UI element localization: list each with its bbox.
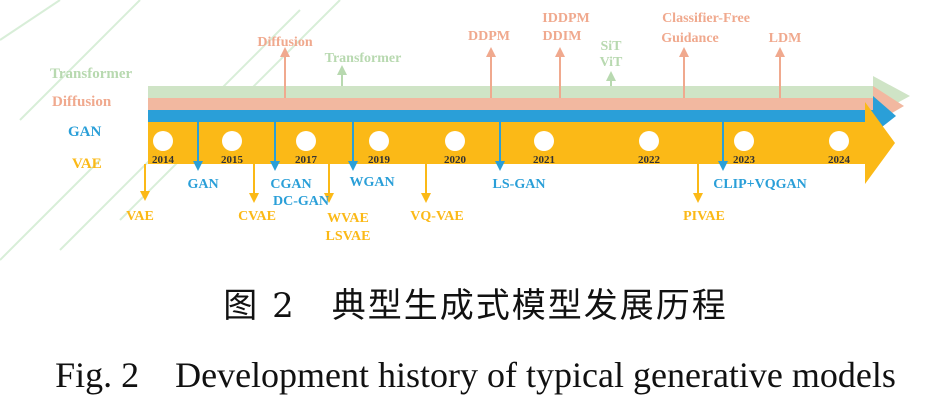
model-label-diffusion: Diffusion (257, 35, 312, 50)
model-label-transformer: Transformer (325, 51, 402, 66)
timeline-diagram: Transformer Diffusion GAN VAE 2014 2015 … (0, 0, 910, 261)
year-label: 2021 (533, 154, 555, 166)
model-label-sit: SiT (600, 39, 622, 54)
year-marker (369, 131, 389, 151)
model-label-vit: ViT (600, 55, 623, 70)
year-label: 2023 (733, 154, 756, 166)
year-marker (639, 131, 659, 151)
model-label-classifier-free: Classifier-Free (662, 11, 750, 26)
model-label-clip-vqgan: CLIP+VQGAN (713, 177, 807, 192)
year-label: 2019 (368, 154, 391, 166)
row-label-vae: VAE (72, 156, 102, 172)
figure-caption-chinese: 图 2 典型生成式模型发展历程 (223, 286, 728, 326)
year-marker (153, 131, 173, 151)
model-label-dc-gan: DC-GAN (273, 194, 329, 209)
row-label-diffusion: Diffusion (52, 94, 112, 110)
year-marker (734, 131, 754, 151)
model-label-vq-vae: VQ-VAE (410, 209, 463, 224)
year-label: 2020 (444, 154, 467, 166)
model-label-iddpm: IDDPM (542, 11, 589, 26)
model-label-ddpm: DDPM (468, 29, 510, 44)
year-marker (445, 131, 465, 151)
model-label-cgan: CGAN (270, 177, 311, 192)
model-label-guidance: Guidance (661, 31, 719, 46)
model-label-ddim: DDIM (543, 29, 582, 44)
year-label: 2024 (828, 154, 851, 166)
year-marker (296, 131, 316, 151)
year-label: 2015 (221, 154, 244, 166)
model-label-vae: VAE (126, 209, 154, 224)
figure-caption-english: Fig. 2 Development history of typical ge… (55, 355, 896, 395)
year-markers (153, 131, 849, 151)
year-label: 2022 (638, 154, 661, 166)
row-label-transformer: Transformer (50, 66, 133, 82)
model-label-wvae: WVAE (327, 211, 369, 226)
year-label: 2014 (152, 154, 175, 166)
model-label-ldm: LDM (769, 31, 802, 46)
model-label-wgan: WGAN (349, 175, 394, 190)
year-label: 2017 (295, 154, 318, 166)
model-label-ls-gan: LS-GAN (493, 177, 546, 192)
model-label-cvae: CVAE (238, 209, 276, 224)
year-marker (829, 131, 849, 151)
row-label-gan: GAN (68, 124, 102, 140)
year-marker (534, 131, 554, 151)
year-marker (222, 131, 242, 151)
model-label-pivae: PIVAE (683, 209, 725, 224)
model-label-gan: GAN (187, 177, 218, 192)
model-label-lsvae: LSVAE (326, 229, 371, 244)
